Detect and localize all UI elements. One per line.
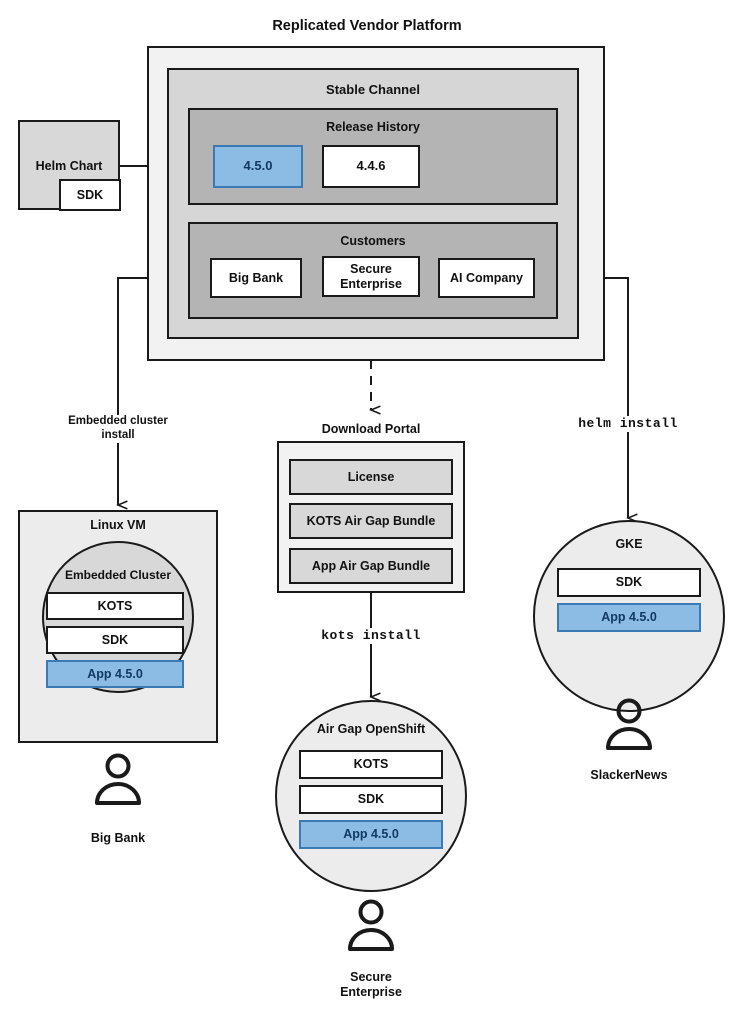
embedded-cluster-label: Embedded Cluster	[64, 568, 172, 582]
persona-label-line-1: Secure	[350, 970, 392, 984]
helm-chart-sdk-box[interactable]: SDK	[59, 179, 121, 211]
customer-secure-enterprise[interactable]: Secure Enterprise	[322, 256, 420, 297]
release-version-4-5-0[interactable]: 4.5.0	[213, 145, 303, 188]
edge-label-line-1: Embedded cluster	[68, 415, 168, 427]
portal-artifact-app-air-gap-bundle[interactable]: App Air Gap Bundle	[289, 548, 453, 584]
release-version-4-4-6[interactable]: 4.4.6	[322, 145, 420, 188]
edge-label-embedded-cluster-install: Embedded cluster install	[48, 415, 188, 443]
gke-label: GKE	[615, 537, 643, 551]
customer-ai-company[interactable]: AI Company	[438, 258, 535, 298]
stable-channel-title: Stable Channel	[326, 82, 420, 97]
person-icon-big-bank	[90, 752, 146, 808]
customers-title: Customers	[340, 234, 406, 248]
page-title: Replicated Vendor Platform	[272, 18, 462, 34]
download-portal-title: Download Portal	[321, 422, 421, 436]
openshift-component-app[interactable]: App 4.5.0	[299, 820, 443, 849]
edge-label-kots-install: kots install	[296, 628, 446, 644]
gke-component-app[interactable]: App 4.5.0	[557, 603, 701, 632]
portal-artifact-kots-air-gap-bundle[interactable]: KOTS Air Gap Bundle	[289, 503, 453, 539]
edge-label-helm-install: helm install	[553, 416, 703, 432]
persona-label-slackernews: SlackerNews	[590, 768, 668, 782]
edge-label-line-2: install	[101, 428, 135, 441]
persona-label-big-bank: Big Bank	[90, 831, 146, 845]
portal-artifact-license[interactable]: License	[289, 459, 453, 495]
person-icon-slackernews	[601, 697, 657, 753]
linux-vm-label: Linux VM	[90, 518, 146, 532]
release-history-title: Release History	[326, 120, 420, 134]
linux-vm-component-sdk[interactable]: SDK	[46, 626, 184, 654]
gke-component-sdk[interactable]: SDK	[557, 568, 701, 597]
openshift-component-sdk[interactable]: SDK	[299, 785, 443, 814]
customer-big-bank[interactable]: Big Bank	[210, 258, 302, 298]
openshift-component-kots[interactable]: KOTS	[299, 750, 443, 779]
linux-vm-component-kots[interactable]: KOTS	[46, 592, 184, 620]
persona-label-secure-enterprise: Secure Enterprise	[301, 970, 441, 1000]
linux-vm-component-app[interactable]: App 4.5.0	[46, 660, 184, 688]
person-icon-secure-enterprise	[343, 898, 399, 954]
persona-label-line-2: Enterprise	[340, 985, 402, 999]
air-gap-openshift-label: Air Gap OpenShift	[316, 722, 426, 736]
